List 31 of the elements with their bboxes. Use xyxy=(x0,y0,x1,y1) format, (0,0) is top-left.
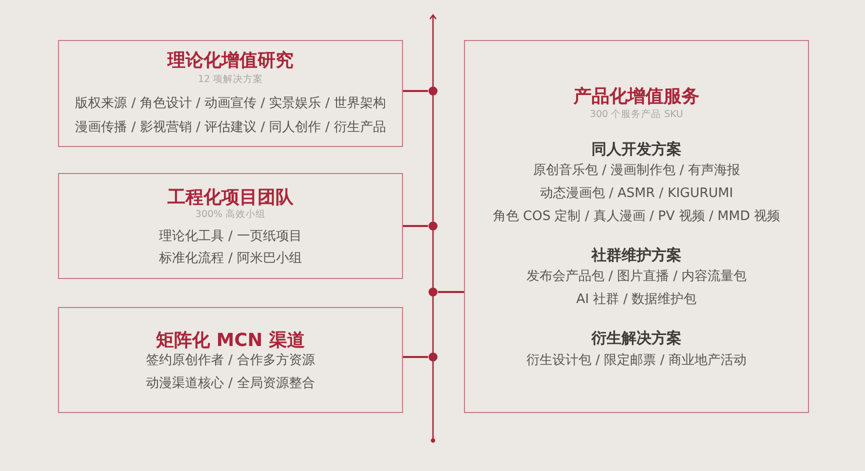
section-subtitle: 300% 高效小组 xyxy=(195,208,266,220)
connector xyxy=(403,86,438,96)
timeline-axis xyxy=(428,13,438,443)
item-list: 签约原创作者 / 合作多方资源 xyxy=(146,352,315,369)
item-list: 动态漫画包 / ASMR / KIGURUMI xyxy=(540,185,734,202)
section-title: 产品化增值服务 xyxy=(574,86,700,108)
connector xyxy=(403,352,438,362)
section-box xyxy=(58,40,403,147)
section-title: 矩阵化 MCN 渠道 xyxy=(156,330,305,352)
item-list: 衍生设计包 / 限定邮票 / 商业地产活动 xyxy=(526,352,747,369)
section-box xyxy=(464,40,809,413)
section-subtitle: 300 个服务产品 SKU xyxy=(590,108,684,120)
item-list: AI 社群 / 数据维护包 xyxy=(576,291,697,308)
item-list: 漫画传播 / 影视营销 / 评估建议 / 同人创作 / 衍生产品 xyxy=(75,119,386,136)
item-list: 理论化工具 / 一页纸项目 xyxy=(159,228,302,245)
section-title: 理论化增值研究 xyxy=(168,50,294,72)
item-list: 原创音乐包 / 漫画制作包 / 有声海报 xyxy=(532,162,740,179)
group-heading: 社群维护方案 xyxy=(592,246,682,265)
section-box xyxy=(58,173,403,279)
section-box xyxy=(58,307,403,413)
group-heading: 衍生解决方案 xyxy=(592,329,682,348)
item-list: 角色 COS 定制 / 真人漫画 / PV 视频 / MMD 视频 xyxy=(492,208,780,225)
connector xyxy=(428,288,464,296)
item-list: 版权来源 / 角色设计 / 动画宣传 / 实景娱乐 / 世界架构 xyxy=(75,95,386,112)
item-list: 发布会产品包 / 图片直播 / 内容流量包 xyxy=(526,268,747,285)
item-list: 动漫渠道核心 / 全局资源整合 xyxy=(146,375,315,392)
group-heading: 同人开发方案 xyxy=(592,140,682,159)
section-title: 工程化项目团队 xyxy=(168,186,294,208)
connector xyxy=(403,222,438,230)
section-subtitle: 12 项解决方案 xyxy=(198,74,264,86)
item-list: 标准化流程 / 阿米巴小组 xyxy=(159,250,302,267)
